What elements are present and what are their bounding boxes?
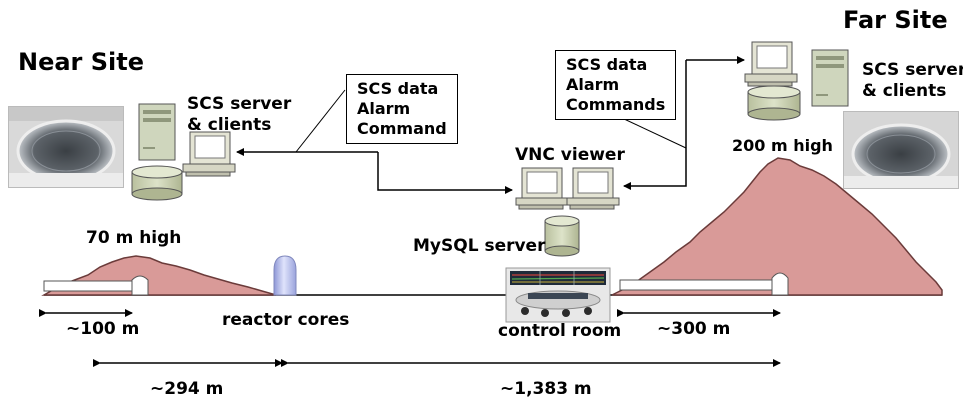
near-hill-height-label: 70 m high [86, 228, 182, 248]
far-site-title: Far Site [843, 6, 948, 34]
far-callout-pointer [621, 117, 687, 149]
near-server-tower-icon [138, 103, 176, 161]
near-callout-box: SCS data Alarm Command [346, 74, 458, 144]
far-callout-line: Alarm [566, 75, 620, 94]
vnc-monitor-right-icon [566, 167, 620, 210]
near-detector-hall [131, 275, 149, 296]
far-to-vnc-arrow [623, 60, 687, 190]
near-callout-line: SCS data [357, 79, 439, 98]
near-client-monitor-icon [182, 131, 236, 177]
near-tunnel-distance-label: ~100 m [66, 319, 140, 339]
near-detector-photo [8, 106, 124, 188]
far-callout-box: SCS data Alarm Commands [555, 50, 677, 120]
far-disk-icon [747, 85, 801, 121]
near-baseline-label: ~294 m [150, 379, 224, 399]
far-tunnel [619, 279, 781, 291]
mysql-disk-icon [544, 215, 580, 257]
near-server-label-line: & clients [187, 115, 272, 135]
far-tunnel-distance-label: ~300 m [657, 319, 731, 339]
near-tunnel [43, 280, 141, 292]
near-server-label-line: SCS server [187, 94, 292, 114]
far-client-monitor-icon [744, 41, 798, 87]
far-baseline-label: ~1,383 m [500, 379, 592, 399]
near-callout-pointer [295, 89, 346, 153]
control-room-icon [505, 267, 611, 323]
reactor-cores-label: reactor cores [222, 310, 350, 330]
far-detector-hall [771, 272, 789, 296]
reactor-cores-icon [273, 255, 297, 296]
far-callout-line: Commands [566, 95, 666, 114]
vnc-monitor-left-icon [515, 167, 569, 210]
far-hill [611, 157, 943, 296]
far-callout-line: SCS data [566, 55, 648, 74]
near-to-vnc-arrow [377, 152, 513, 194]
near-site-title: Near Site [18, 48, 145, 76]
far-server-label-line: & clients [862, 81, 947, 101]
near-callout-line: Alarm [357, 99, 411, 118]
near-disk-icon [131, 165, 183, 201]
far-server-label-line: SCS server [862, 60, 963, 80]
near-server-label: SCS server & clients [187, 94, 291, 136]
control-room-label: control room [498, 321, 622, 341]
far-detector-photo [843, 111, 959, 189]
near-callout-line: Command [357, 119, 447, 138]
far-server-tower-icon [811, 49, 849, 107]
vnc-viewer-label: VNC viewer [515, 145, 625, 165]
far-server-label: SCS server & clients [862, 60, 963, 102]
mysql-server-label: MySQL server [413, 236, 546, 256]
far-hill-height-label: 200 m high [732, 136, 833, 155]
